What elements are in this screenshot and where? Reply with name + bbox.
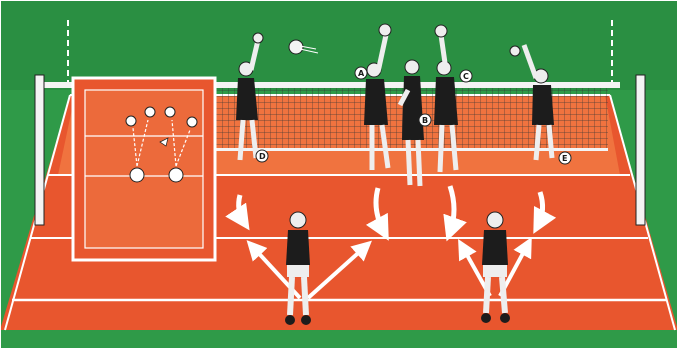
label-b: B <box>422 116 428 125</box>
label-e: E <box>562 154 567 163</box>
post-left <box>35 75 44 225</box>
inset-player-e <box>187 117 197 127</box>
inset-diagram <box>73 78 215 260</box>
label-a: A <box>358 69 365 78</box>
hand-icon <box>510 46 520 56</box>
hand-icon <box>253 33 263 43</box>
hand-icon <box>379 24 391 36</box>
inset-player-left <box>130 168 144 182</box>
post-right <box>636 75 645 225</box>
inset-player-b <box>165 107 175 117</box>
label-d: D <box>259 152 266 161</box>
ball-icon <box>289 40 303 54</box>
inset-player-a <box>145 107 155 117</box>
inset-player-d <box>126 116 136 126</box>
hand-icon <box>435 25 447 37</box>
inset-player-right <box>169 168 183 182</box>
label-c: C <box>463 72 469 81</box>
